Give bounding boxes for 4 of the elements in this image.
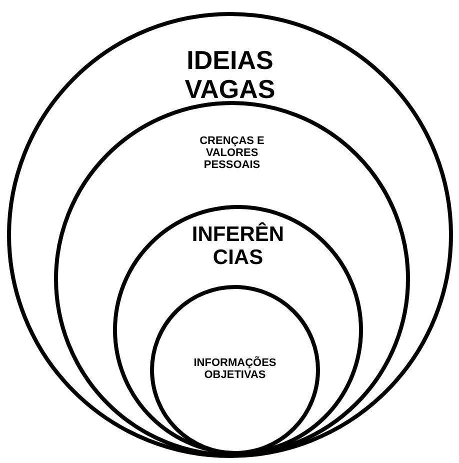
circle-label: IDEIAS VAGAS [184,46,276,104]
circle-label: INFORMAÇÕES OBJETIVAS [192,357,278,382]
circle-label: CRENÇAS E VALORES PESSOAIS [198,135,266,172]
circle-label: INFERÊN CIAS [190,223,286,270]
